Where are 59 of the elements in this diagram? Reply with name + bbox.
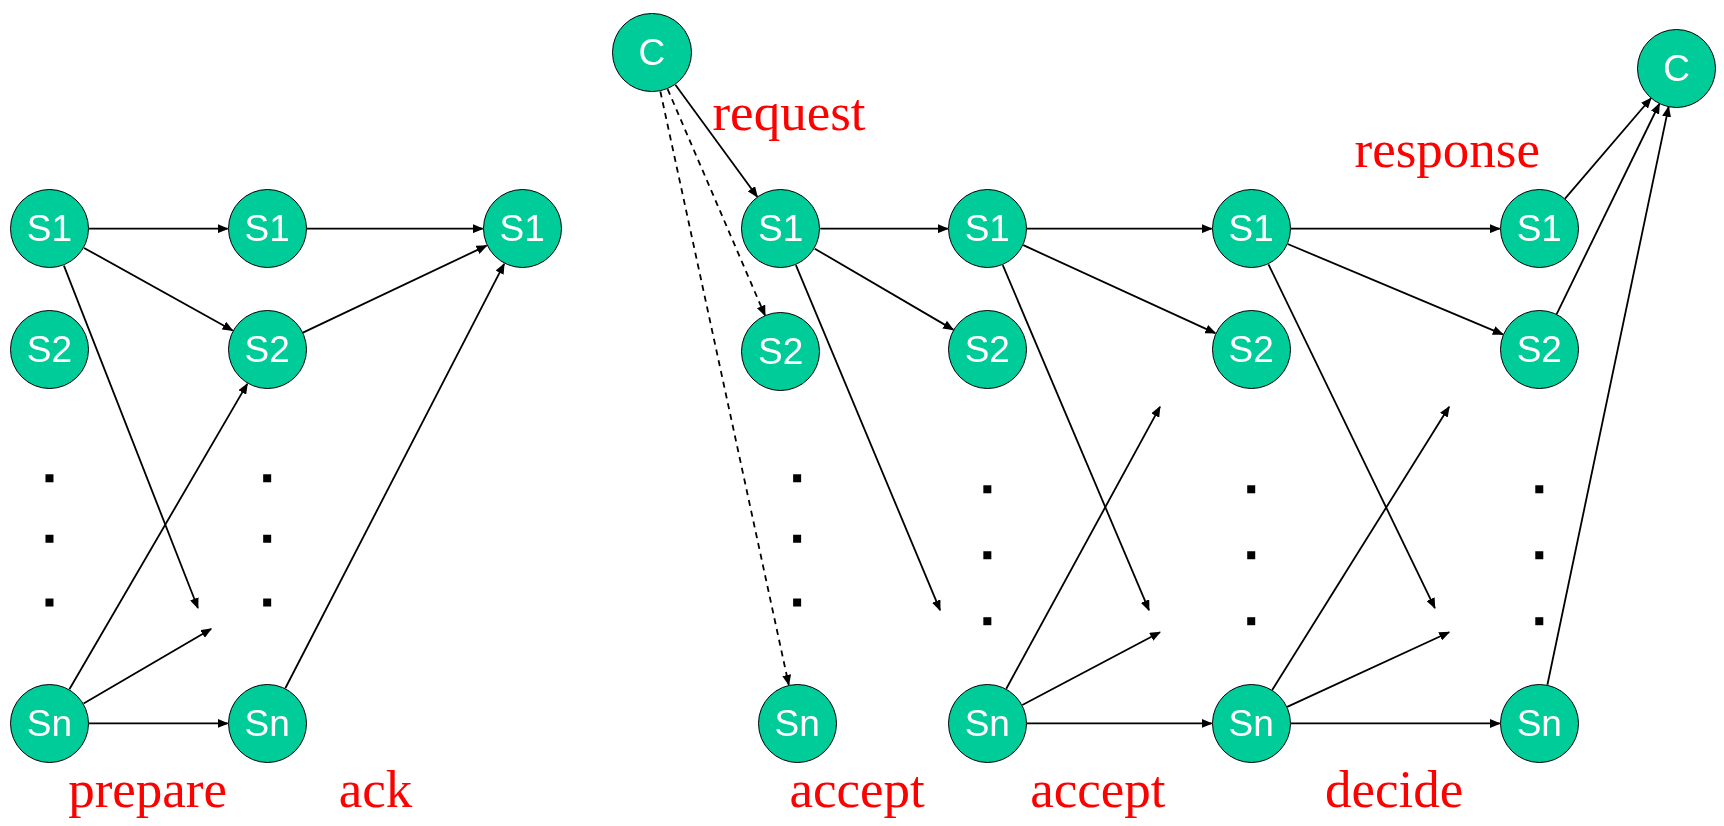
arrow [1026,224,1213,234]
node-label: Sn [774,704,820,742]
phase-label: decide [1324,763,1464,817]
node-label: S2 [244,331,290,369]
arrow [1289,224,1501,234]
arrow [1564,97,1652,200]
node-label: S1 [1228,210,1274,248]
arrow [88,718,229,728]
arrow [659,90,792,686]
arrow [674,83,759,198]
arrow [68,382,249,691]
server-circle [741,189,821,269]
node-label: S2 [964,331,1010,369]
arrow [1289,718,1501,728]
arrow [666,88,766,317]
arrow [1267,263,1436,609]
node-label: C [638,34,666,72]
phase-label: ack [338,763,413,817]
node-label: Sn [26,704,73,742]
arrow [1021,631,1161,706]
phase-label: response [1354,123,1540,177]
node-label: S1 [26,210,73,248]
arrow [1001,264,1150,612]
node-label: Sn [1516,704,1562,742]
arrow [63,264,200,609]
arrow [813,247,955,331]
phase-label: prepare [68,763,228,817]
node-label: S2 [1516,331,1562,369]
node-label: S1 [1516,210,1562,248]
phase-label: accept [789,763,925,817]
arrow [1286,631,1451,708]
node-label: S2 [26,331,73,369]
arrow [1271,405,1451,691]
node-label: S1 [244,210,290,248]
node-label: Sn [244,704,290,742]
arrow [302,244,488,334]
node-label: S2 [758,333,804,371]
arrow [1286,243,1504,336]
arrow [1546,106,1672,686]
node-label: Sn [964,704,1010,742]
node-label: S2 [1228,331,1274,369]
arrow [1555,102,1661,315]
node-label: S1 [964,210,1010,248]
arrow [795,264,942,612]
node-label: C [1663,49,1691,87]
arrow [1026,718,1213,728]
arrow [83,247,234,332]
node-label: Sn [1228,704,1274,742]
phase-label: accept [1030,763,1166,817]
arrow [305,224,484,234]
node-label: S1 [499,210,545,248]
arrow [88,224,229,234]
arrow [1022,244,1217,335]
arrow [819,224,949,234]
arrow [82,628,212,705]
arrow [284,263,505,690]
phase-label: request [712,85,866,139]
arrow [1005,405,1161,690]
node-label: S1 [758,210,804,248]
